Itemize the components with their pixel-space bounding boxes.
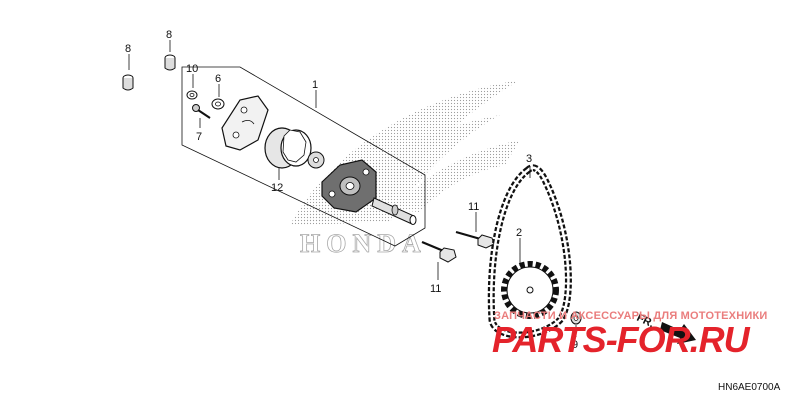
pump-shaft [371,197,417,225]
callout-3: 3 [526,153,532,165]
front-arrow-icon [660,322,696,344]
leader-lines [128,40,577,337]
pump-body [321,159,377,213]
callout-8-right: 8 [166,29,172,41]
callout-6: 6 [215,73,221,85]
callout-11-upper: 11 [468,201,479,213]
washer-9 [570,311,582,325]
chain-inner-line [490,166,570,337]
honda-wing-logo: HONDA [290,80,520,258]
callout-11-lower: 11 [430,283,441,295]
washer-6 [211,98,225,110]
dowel-pin-right [164,54,176,71]
callout-2: 2 [516,227,522,239]
watermark-tagline: ЗАПЧАСТИ И АКСЕССУАРЫ ДЛЯ МОТОТЕХНИКИ [494,310,767,322]
callout-9: 9 [572,339,578,351]
inner-rotor [307,151,325,169]
honda-logo-text: HONDA [300,229,427,258]
diagram-code: HN6AE0700A [718,382,781,393]
bolt-11-lower [421,240,457,263]
dowel-pin-left [122,74,134,91]
pump-cover-plate [221,95,269,151]
callout-10: 10 [186,63,198,75]
callout-1: 1 [312,79,318,91]
outer-rotor [264,127,312,169]
watermark-brand: PARTS-FOR.RU [492,319,751,360]
callout-12: 12 [271,182,283,194]
bolt-11-upper [455,230,495,249]
assembly-outline [181,66,426,247]
drive-sprocket [501,261,559,319]
washer-10 [186,90,198,100]
callout-8-left: 8 [125,43,131,55]
bolt-7 [192,104,211,119]
callout-7: 7 [196,131,202,143]
